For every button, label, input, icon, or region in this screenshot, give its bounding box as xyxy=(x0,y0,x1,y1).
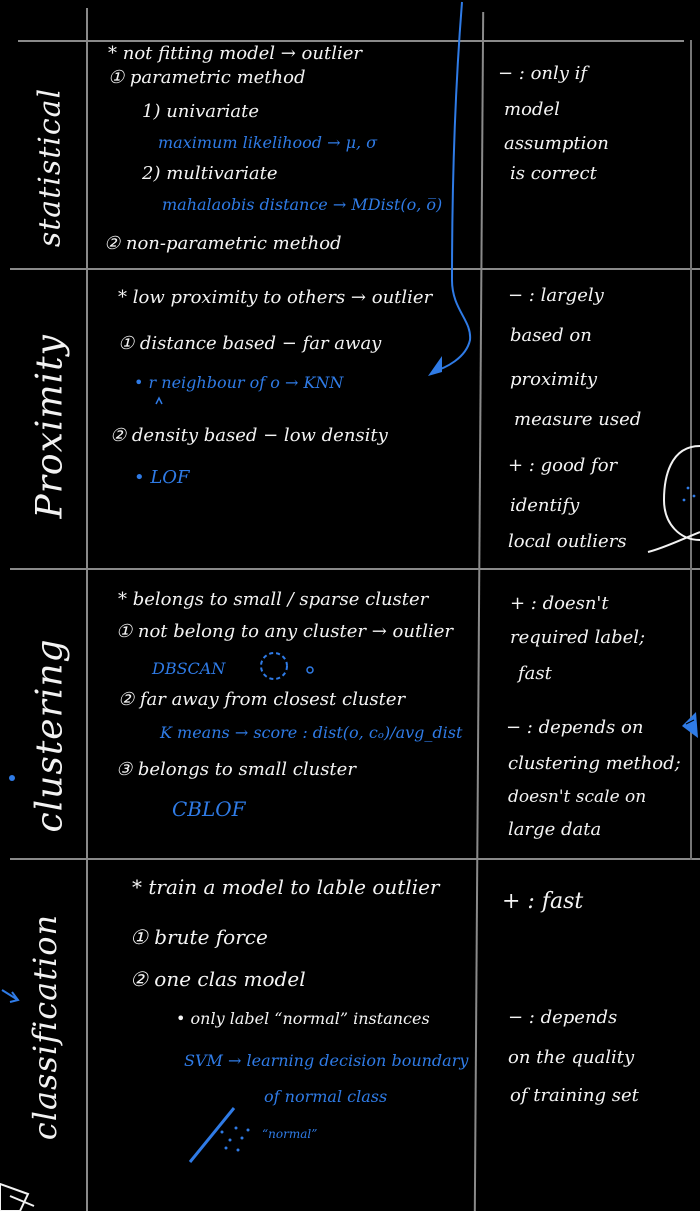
classification-note-2: − : depends xyxy=(508,1007,618,1028)
clustering-note-7: large data xyxy=(508,819,602,840)
grid-col-right xyxy=(690,40,692,860)
proximity-line-4: ② density based − low density xyxy=(110,425,388,446)
row-label-statistical: statistical xyxy=(32,87,68,248)
statistical-note-3: assumption xyxy=(504,133,609,154)
proximity-note-5: + : good for xyxy=(508,455,618,476)
grid-line-2 xyxy=(10,568,700,570)
clustering-note-5: clustering method; xyxy=(508,753,681,774)
clustering-note-4: − : depends on xyxy=(506,717,644,738)
arrowhead-icon xyxy=(428,356,442,376)
proximity-note-7: local outliers xyxy=(508,531,627,552)
grid-line-3 xyxy=(10,858,700,860)
proximity-note-1: − : largely xyxy=(508,285,604,306)
decision-boundary-line xyxy=(188,1107,236,1163)
proximity-note-6: identify xyxy=(510,495,580,516)
margin-dot-1 xyxy=(9,775,15,781)
statistical-note-2: model xyxy=(504,99,560,120)
clustering-line-1: * belongs to small / sparse cluster xyxy=(118,589,429,610)
grid-line-1 xyxy=(10,268,700,270)
grid-line-top xyxy=(18,40,684,42)
clustering-line-2: ① not belong to any cluster → outlier xyxy=(116,621,453,642)
grid-col-left xyxy=(86,8,88,1211)
classification-note-4: of training set xyxy=(510,1085,639,1106)
row-label-clustering: clustering xyxy=(29,638,71,833)
classification-line-3: ② one clas model xyxy=(130,967,306,991)
proximity-note-3: proximity xyxy=(510,369,598,390)
statistical-line-6: mahalaobis distance → MDist(o, o̅) xyxy=(162,195,443,214)
classification-line-2: ① brute force xyxy=(130,925,268,949)
proximity-line-3: • r neighbour of o → KNN xyxy=(134,373,344,392)
clustering-line-5: K means → score : dist(o, cₒ)/avg_dist xyxy=(160,723,463,742)
statistical-line-1: * not fitting model → outlier xyxy=(108,43,362,64)
clustering-note-1: + : doesn't xyxy=(510,593,609,614)
classification-line-5: SVM → learning decision boundary xyxy=(184,1051,469,1070)
statistical-note-4: is correct xyxy=(510,163,597,184)
edge-circle-icon xyxy=(662,445,700,541)
corner-shape-icon xyxy=(0,1182,30,1211)
classification-line-7: “normal” xyxy=(262,1127,318,1141)
row-label-classification: classification xyxy=(26,913,64,1141)
grid-col-mid xyxy=(473,12,485,1211)
classification-note-1: + : fast xyxy=(502,889,584,914)
proximity-line-2: ① distance based − far away xyxy=(118,333,382,354)
clustering-line-3: DBSCAN xyxy=(152,659,226,678)
proximity-line-1: * low proximity to others → outlier xyxy=(118,287,433,308)
row-label-proximity: Proximity xyxy=(29,334,71,519)
statistical-note-1: − : only if xyxy=(498,63,588,84)
proximity-note-4: measure used xyxy=(514,409,642,430)
clustering-line-6: ③ belongs to small cluster xyxy=(116,759,356,780)
edge-stroke xyxy=(647,531,700,553)
scatter-points xyxy=(220,1126,250,1152)
margin-arrow-icon xyxy=(1,989,20,1003)
classification-note-3: on the quality xyxy=(508,1047,635,1068)
edge-dots xyxy=(682,486,696,502)
clustering-note-2: required label; xyxy=(510,627,646,648)
clustering-note-6: doesn't scale on xyxy=(508,787,647,807)
classification-line-6: of normal class xyxy=(264,1087,388,1106)
classification-line-1: * train a model to lable outlier xyxy=(132,875,440,899)
proximity-note-2: based on xyxy=(510,325,592,346)
statistical-line-2: ① parametric method xyxy=(108,67,306,88)
statistical-line-5: 2) multivariate xyxy=(142,163,278,184)
statistical-line-7: ② non-parametric method xyxy=(104,233,342,254)
clustering-line-4: ② far away from closest cluster xyxy=(118,689,406,710)
connector-arrow-icon xyxy=(431,1,472,373)
caret-mark xyxy=(155,396,163,405)
clustering-note-3: fast xyxy=(518,663,552,684)
outlier-point-icon xyxy=(306,666,314,674)
classification-line-4: • only label “normal” instances xyxy=(176,1009,430,1028)
statistical-line-3: 1) univariate xyxy=(142,101,260,122)
statistical-line-4: maximum likelihood → μ, σ xyxy=(158,133,378,152)
proximity-line-5: • LOF xyxy=(134,467,190,488)
clustering-line-7: CBLOF xyxy=(172,797,246,821)
dashed-cluster-icon xyxy=(260,652,288,680)
